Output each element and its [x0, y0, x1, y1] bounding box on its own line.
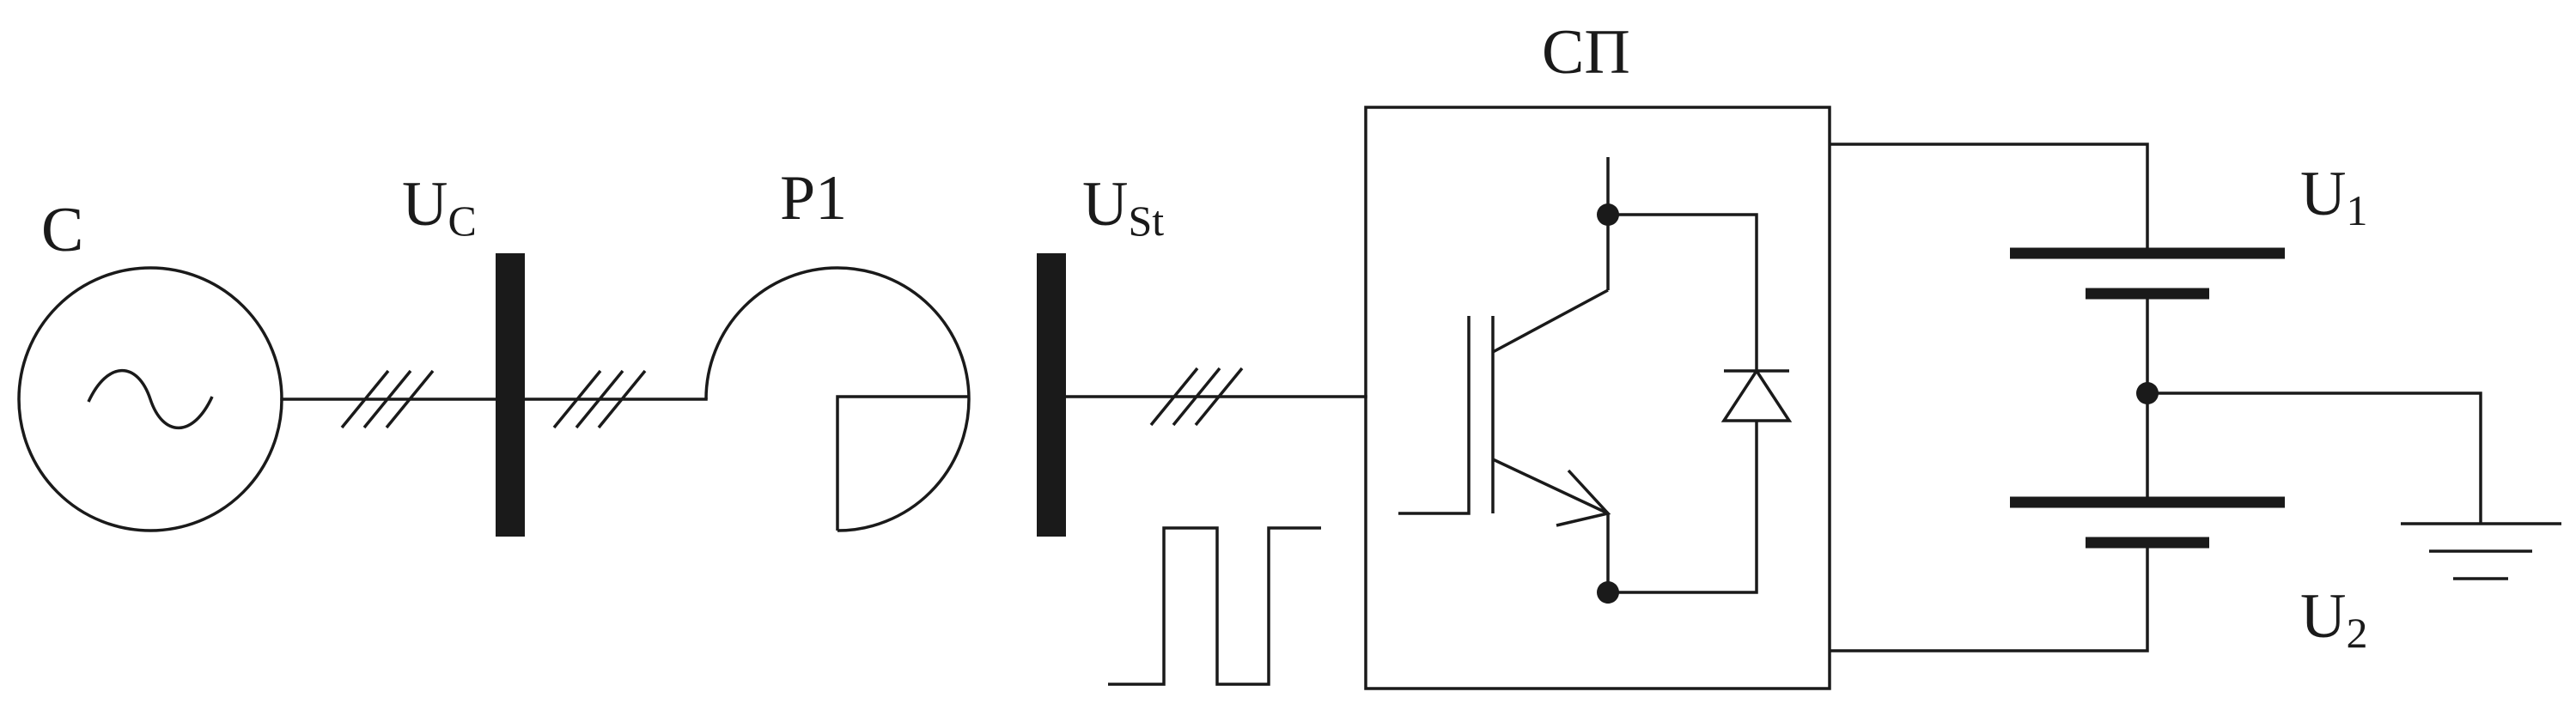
- bus-st-label: USt: [1082, 169, 1164, 245]
- capacitor-1-label: U1: [2300, 159, 2367, 234]
- junction-dot: [1597, 581, 1619, 604]
- three-phase-marker: [1149, 367, 1244, 427]
- dc-positive-wire: [1830, 143, 2149, 253]
- converter-label: СП: [1542, 17, 1630, 88]
- three-phase-marker: [552, 369, 647, 429]
- bus-bar-st: [1037, 253, 1066, 537]
- pulse-waveform: [1108, 526, 1321, 686]
- reactor-p1: [704, 266, 971, 532]
- diode-icon: [1608, 213, 1793, 594]
- capacitor-1: [2010, 247, 2285, 300]
- dc-negative-wire: [1830, 543, 2149, 652]
- source-label: C: [41, 195, 83, 265]
- ac-source: [17, 266, 283, 532]
- ground-wire: [2147, 391, 2482, 524]
- bus-c-label: UC: [402, 169, 477, 245]
- junction-dot: [1597, 203, 1619, 226]
- igbt-transistor-icon: [1398, 157, 1611, 604]
- sine-wave-icon: [87, 368, 214, 430]
- bus-bar-c: [496, 253, 525, 537]
- ground-icon: [2401, 522, 2561, 580]
- capacitor-2: [2010, 496, 2285, 549]
- three-phase-marker: [340, 369, 435, 429]
- capacitor-2-label: U2: [2300, 581, 2367, 657]
- reactor-label: P1: [780, 163, 847, 234]
- converter-box: [1364, 106, 1831, 690]
